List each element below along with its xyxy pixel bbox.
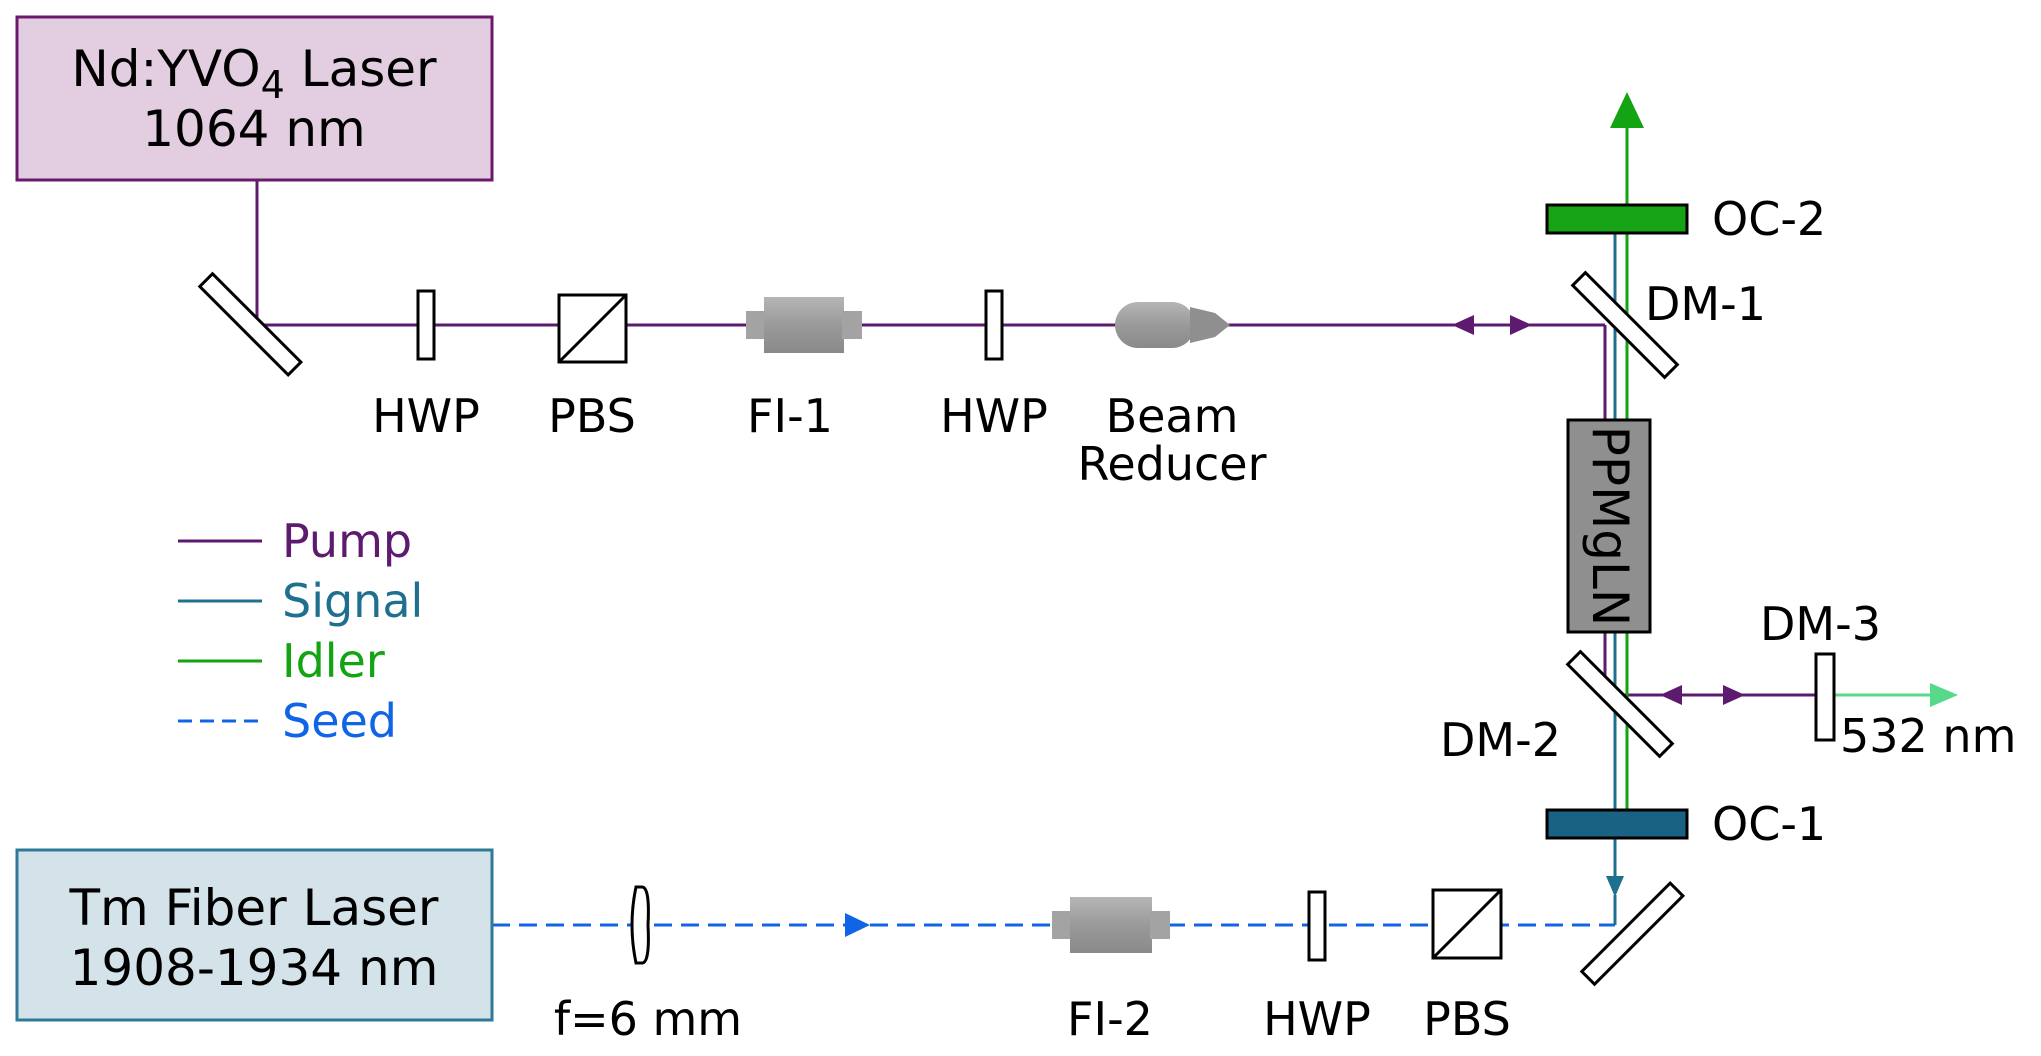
dm-1-label: DM-1 (1645, 277, 1766, 331)
output-532-label: 532 nm (1840, 709, 2016, 763)
green-output-arrow (1930, 683, 1958, 707)
steering-mirror-1 (197, 271, 304, 378)
faraday-isolator-2 (1052, 897, 1170, 953)
hwp-3 (1307, 890, 1327, 962)
fi-2-label: FI-2 (1067, 992, 1153, 1046)
nd-laser-box (15, 15, 494, 182)
legend: Pump Signal Idler Seed (178, 514, 423, 748)
oc-1-label: OC-1 (1712, 797, 1826, 851)
beam-reducer (1115, 302, 1230, 348)
ppmgln-crystal (1566, 418, 1652, 634)
dm-3-label: DM-3 (1760, 597, 1881, 651)
tm-laser-label-line2: 1908-1934 nm (70, 939, 439, 997)
idler-output-arrow (1610, 92, 1644, 128)
hwp-2 (984, 289, 1004, 361)
faraday-isolator-1 (746, 297, 862, 353)
oc-2-label: OC-2 (1712, 192, 1826, 246)
ppmgln-label: PPMgLN (1581, 426, 1639, 626)
hwp-2-label: HWP (940, 389, 1048, 443)
pbs-2-label: PBS (1423, 992, 1511, 1046)
dichroic-mirror-3 (1814, 652, 1836, 742)
dichroic-mirror-2 (1565, 649, 1675, 759)
pbs-1-diagonal (557, 293, 628, 364)
dm-2-label: DM-2 (1440, 713, 1561, 767)
legend-label-signal: Signal (282, 574, 423, 628)
fi-1-label: FI-1 (747, 389, 833, 443)
seed-direction-arrow (845, 913, 870, 937)
tm-laser-label-line1: Tm Fiber Laser (69, 879, 439, 937)
beam-reducer-label-line1: Beam (1106, 389, 1239, 443)
signal-down-arrow (1606, 876, 1624, 897)
pump-polarization-marker-2 (1660, 685, 1745, 705)
lens-f6 (630, 885, 650, 965)
hwp-1 (416, 289, 436, 361)
pump-polarization-marker-1 (1452, 315, 1532, 335)
legend-label-seed: Seed (282, 694, 397, 748)
legend-label-pump: Pump (282, 514, 412, 568)
dichroic-mirror-1 (1570, 270, 1680, 380)
output-coupler-2 (1545, 203, 1689, 235)
steering-mirror-2 (1579, 880, 1686, 987)
legend-label-idler: Idler (282, 634, 385, 688)
tm-laser-box (15, 848, 494, 1022)
lens-label: f=6 mm (554, 992, 742, 1046)
pbs-2-diagonal (1431, 888, 1503, 960)
hwp-3-label: HWP (1263, 992, 1371, 1046)
hwp-1-label: HWP (372, 389, 480, 443)
pbs-1-label: PBS (548, 389, 636, 443)
beam-reducer-label-line2: Reducer (1077, 437, 1266, 491)
nd-laser-label-line1: Nd:YVO4 Laser (71, 40, 437, 107)
nd-laser-label-line2: 1064 nm (142, 100, 366, 158)
output-coupler-1 (1545, 808, 1689, 840)
